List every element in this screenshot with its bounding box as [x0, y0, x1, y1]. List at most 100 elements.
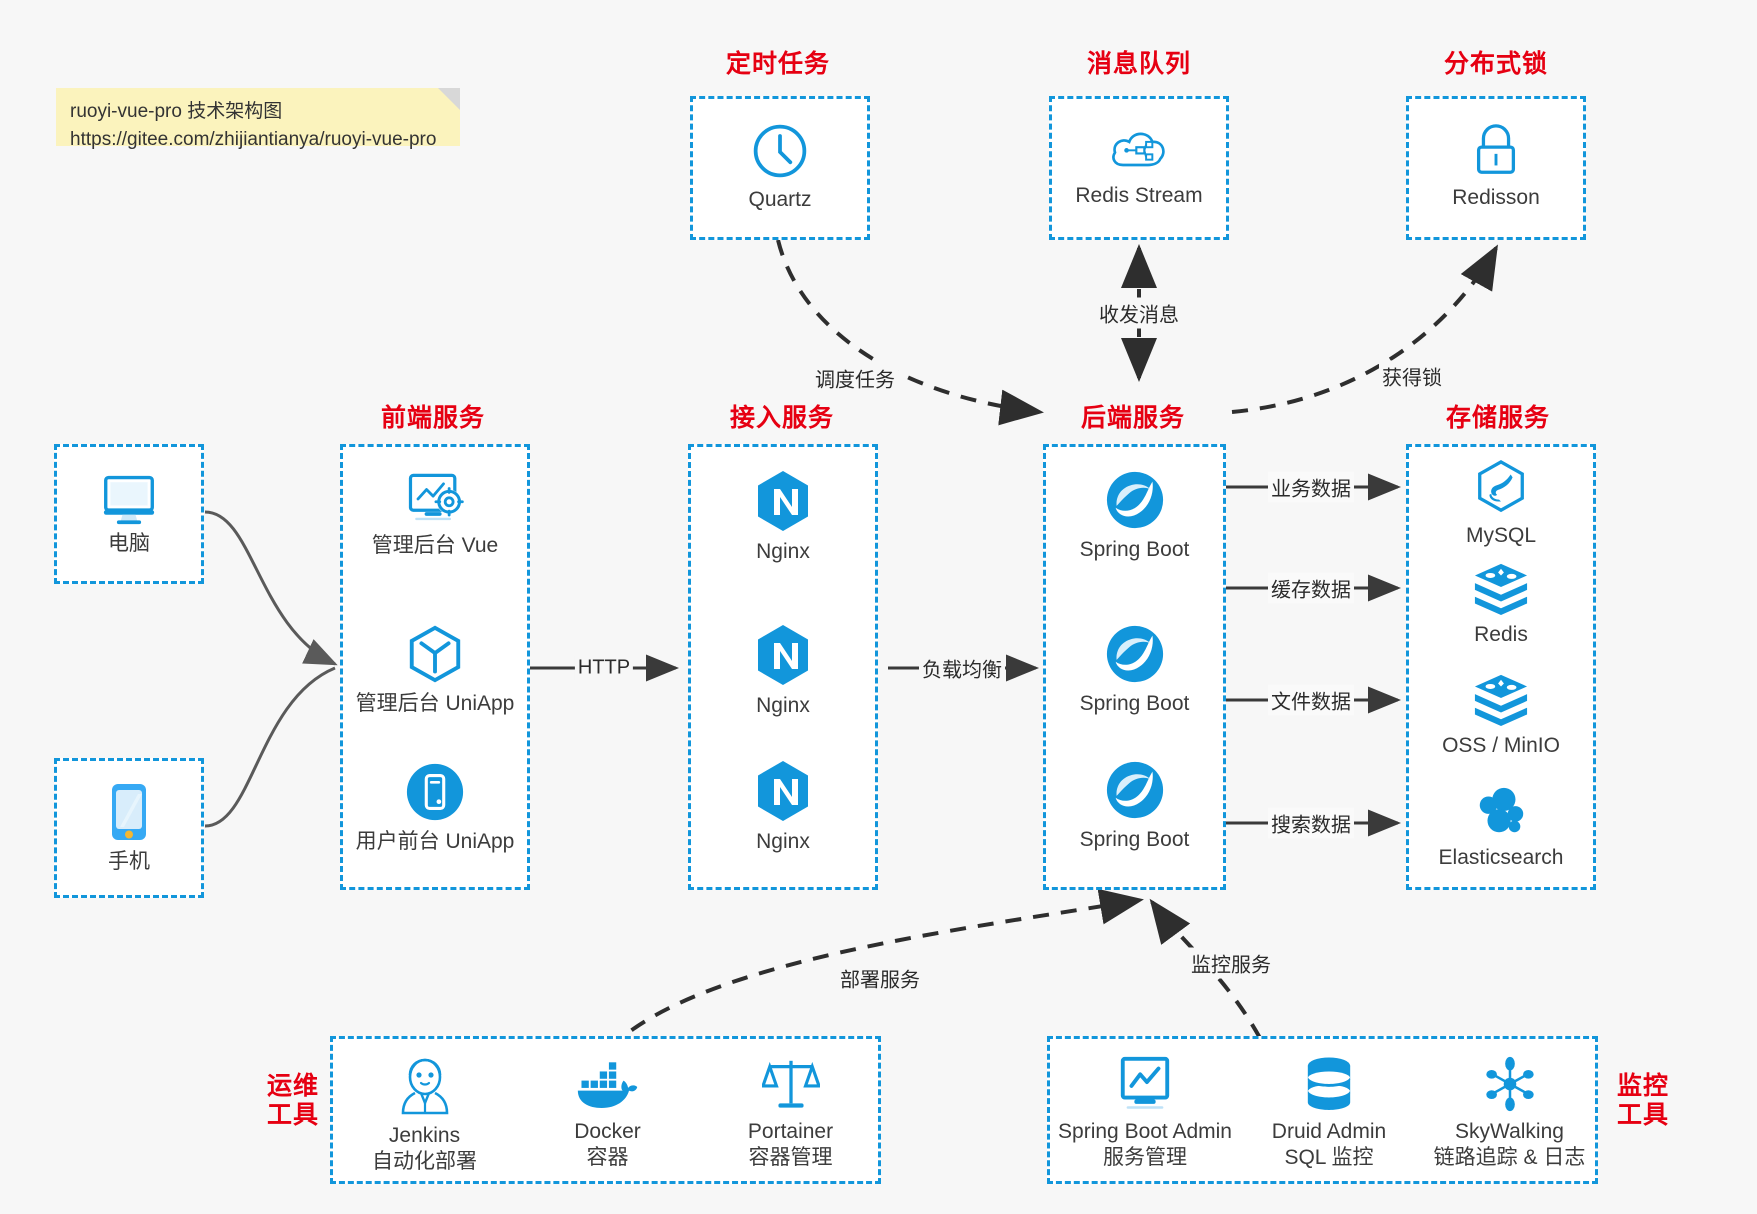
- node-spring-boot-2[interactable]: Spring Boot: [1046, 623, 1223, 717]
- database-icon: [1307, 1057, 1351, 1110]
- edge-label-send-receive-message: 收发消息: [1096, 297, 1182, 329]
- note-fold-corner: [438, 88, 460, 110]
- node-skywalking-sub: 链路追踪 & 日志: [1433, 1146, 1586, 1170]
- node-nginx-2[interactable]: Nginx: [691, 623, 875, 719]
- lock-icon: [1476, 124, 1516, 174]
- edge-label-file-data: 文件数据: [1268, 684, 1354, 716]
- node-portainer[interactable]: Portainer 容器管理: [699, 1055, 882, 1172]
- lock-box[interactable]: Redisson: [1406, 96, 1586, 240]
- node-docker-sub: 容器: [586, 1146, 629, 1170]
- node-jenkins[interactable]: Jenkins 自动化部署: [333, 1055, 516, 1176]
- note-line-2: https://gitee.com/zhijiantianya/ruoyi-vu…: [70, 129, 437, 151]
- smartphone-icon: [112, 784, 146, 840]
- gateway-box[interactable]: Nginx Nginx Nginx: [688, 444, 878, 890]
- edge-label-monitor-service: 监控服务: [1188, 947, 1274, 979]
- node-quartz[interactable]: Quartz: [693, 121, 867, 213]
- node-jenkins-sub: 自动化部署: [372, 1150, 477, 1174]
- node-admin-vue[interactable]: 管理后台 Vue: [343, 469, 527, 559]
- scales-icon: [761, 1060, 820, 1108]
- jenkins-butler-icon: [401, 1058, 448, 1115]
- node-nginx-2-label: Nginx: [756, 694, 810, 717]
- node-nginx-3[interactable]: Nginx: [691, 759, 875, 855]
- node-nginx-3-label: Nginx: [756, 830, 810, 853]
- storage-box[interactable]: MySQL Redis OSS / MinIO: [1406, 444, 1596, 890]
- title-note: ruoyi-vue-pro 技术架构图 https://gitee.com/zh…: [56, 88, 460, 150]
- client-phone-box[interactable]: 手机: [54, 758, 204, 898]
- edge-label-schedule-task: 调度任务: [812, 362, 898, 394]
- node-admin-uniapp[interactable]: 管理后台 UniApp: [343, 623, 527, 717]
- node-redis-stream[interactable]: Redis Stream: [1052, 121, 1226, 209]
- edge-computer-to-frontend: [204, 510, 338, 666]
- group-label-devops-line-1: 运维: [266, 1072, 319, 1100]
- redis-stack-icon: [1474, 563, 1528, 616]
- spring-leaf-icon: [1106, 761, 1163, 819]
- node-skywalking[interactable]: SkyWalking 链路追踪 & 日志: [1418, 1055, 1601, 1172]
- backend-box[interactable]: Spring Boot Spring Boot Spring Boot: [1043, 444, 1226, 890]
- edge-label-acquire-lock: 获得锁: [1379, 360, 1445, 392]
- node-computer-label: 电脑: [108, 532, 150, 555]
- monitor-box[interactable]: Spring Boot Admin 服务管理 Druid Admin SQL 监…: [1047, 1036, 1598, 1184]
- monitor-chart-icon: [1120, 1056, 1170, 1109]
- note-line-1: ruoyi-vue-pro 技术架构图: [70, 101, 283, 122]
- node-nginx-1[interactable]: Nginx: [691, 469, 875, 565]
- node-computer[interactable]: 电脑: [57, 471, 201, 557]
- node-user-uniapp[interactable]: 用户前台 UniApp: [343, 761, 527, 855]
- group-label-monitor-line-1: 监控: [1616, 1072, 1669, 1100]
- mysql-dolphin-icon: [1478, 460, 1524, 513]
- frontend-box[interactable]: 管理后台 Vue 管理后台 UniApp 用户前台 UniApp: [340, 444, 530, 890]
- nginx-icon: [758, 625, 808, 685]
- node-skywalking-label: SkyWalking: [1455, 1120, 1564, 1143]
- node-spring-boot-3[interactable]: Spring Boot: [1046, 759, 1223, 853]
- edge-label-http: HTTP: [574, 655, 634, 681]
- group-label-devops-line-2: 工具: [266, 1100, 319, 1129]
- mobile-app-icon: [406, 763, 464, 821]
- cloud-network-icon: [1112, 132, 1165, 167]
- spring-leaf-icon: [1106, 625, 1163, 683]
- redis-stack-icon: [1474, 674, 1528, 727]
- node-phone-label: 手机: [108, 850, 150, 873]
- node-elasticsearch[interactable]: Elasticsearch: [1409, 783, 1593, 871]
- nginx-icon: [758, 471, 808, 531]
- node-spring-boot-1[interactable]: Spring Boot: [1046, 469, 1223, 563]
- mq-box[interactable]: Redis Stream: [1049, 96, 1229, 240]
- group-label-scheduler: 定时任务: [725, 50, 830, 78]
- node-docker[interactable]: Docker 容器: [516, 1061, 699, 1172]
- node-spring-boot-1-label: Spring Boot: [1079, 538, 1190, 561]
- client-computer-box[interactable]: 电脑: [54, 444, 204, 584]
- node-redisson[interactable]: Redisson: [1409, 121, 1583, 211]
- node-mysql[interactable]: MySQL: [1409, 459, 1593, 549]
- node-redisson-label: Redisson: [1452, 186, 1540, 209]
- scheduler-box[interactable]: Quartz: [690, 96, 870, 240]
- node-admin-vue-label: 管理后台 Vue: [371, 534, 499, 557]
- devops-box[interactable]: Jenkins 自动化部署 Docker 容器: [330, 1036, 881, 1184]
- edge-phone-to-frontend: [204, 666, 336, 828]
- node-oss-minio[interactable]: OSS / MinIO: [1409, 671, 1593, 759]
- hexagon-cube-icon: [409, 625, 461, 683]
- node-druid-admin-label: Druid Admin: [1271, 1120, 1387, 1143]
- edge-label-cache-data: 缓存数据: [1268, 572, 1354, 604]
- group-label-monitor-line-2: 工具: [1616, 1100, 1669, 1129]
- group-label-monitor: 监控 工具: [1612, 1072, 1674, 1130]
- node-druid-admin[interactable]: Druid Admin SQL 监控: [1240, 1055, 1418, 1172]
- group-label-devops: 运维 工具: [262, 1072, 324, 1130]
- edge-label-search-data: 搜索数据: [1268, 807, 1354, 839]
- group-label-mq: 消息队列: [1086, 50, 1191, 78]
- node-spring-boot-admin[interactable]: Spring Boot Admin 服务管理: [1050, 1055, 1240, 1172]
- node-nginx-1-label: Nginx: [756, 540, 810, 563]
- clock-icon: [753, 124, 807, 178]
- node-phone[interactable]: 手机: [57, 781, 201, 875]
- node-redis-label: Redis: [1474, 623, 1528, 646]
- node-user-uniapp-label: 用户前台 UniApp: [355, 830, 515, 853]
- edge-label-deploy-service: 部署服务: [837, 962, 923, 994]
- edge-label-business-data: 业务数据: [1268, 471, 1354, 503]
- monitor-icon: [103, 475, 155, 525]
- dashboard-gear-icon: [408, 473, 464, 521]
- node-redis[interactable]: Redis: [1409, 560, 1593, 648]
- node-portainer-label: Portainer: [747, 1120, 834, 1143]
- node-jenkins-label: Jenkins: [388, 1124, 461, 1147]
- edge-acquire-lock: [1231, 244, 1498, 414]
- network-node-icon: [1485, 1056, 1534, 1112]
- group-label-frontend: 前端服务: [380, 404, 485, 432]
- node-portainer-sub: 容器管理: [748, 1146, 833, 1170]
